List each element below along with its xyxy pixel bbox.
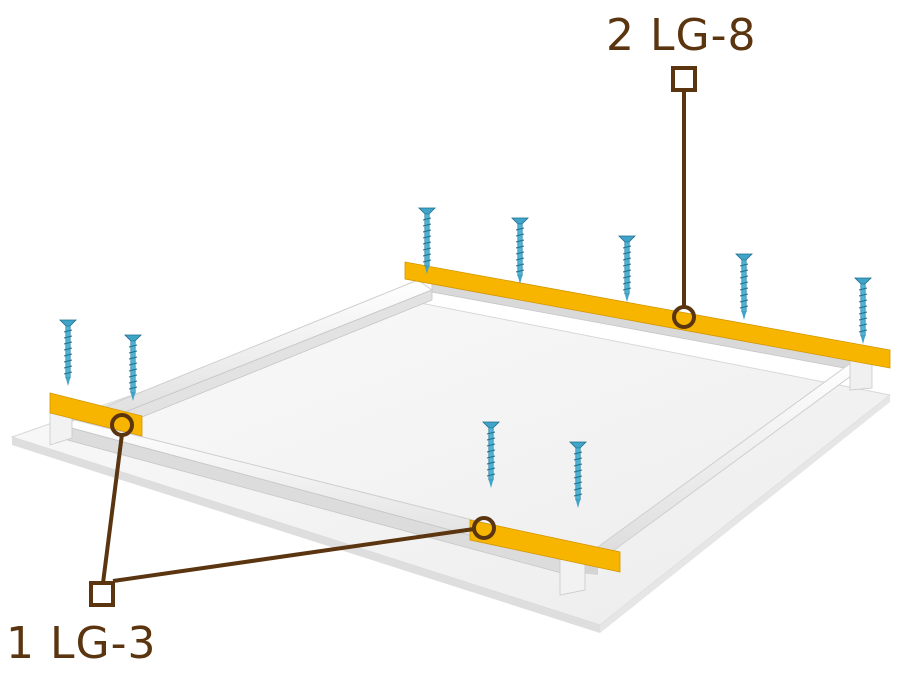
strip-back — [404, 261, 891, 369]
screw-icon — [418, 207, 436, 275]
leader-line-left — [101, 433, 124, 584]
strip-left — [49, 392, 143, 437]
callout-label-bottom: 1 LG-3 — [6, 618, 157, 669]
callout-point-top — [672, 305, 696, 329]
screw-icon — [618, 235, 636, 303]
strip-front — [469, 519, 621, 573]
screw-icon — [59, 319, 77, 387]
screw-icon — [735, 253, 753, 321]
leader-line-front — [112, 527, 475, 583]
callout-marker-top — [671, 66, 697, 92]
callout-leaders — [89, 66, 697, 607]
screw-icon — [511, 217, 529, 285]
callout-point-front — [472, 516, 496, 540]
callout-marker-bottom — [89, 581, 115, 607]
screw-icon — [124, 334, 142, 402]
callout-point-left — [110, 413, 134, 437]
screw-icon — [854, 277, 872, 345]
callout-label-top: 2 LG-8 — [606, 10, 757, 61]
